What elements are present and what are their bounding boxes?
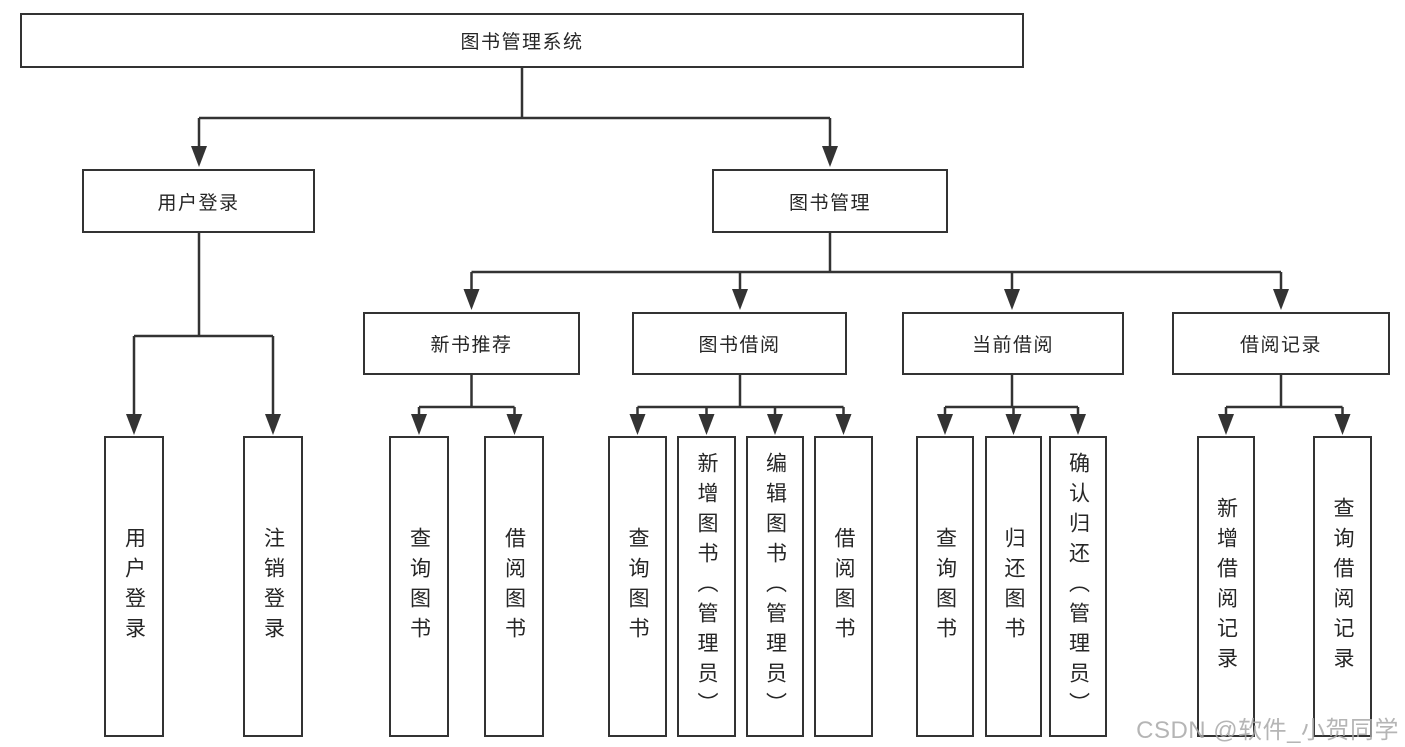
node-book-borrowing: 图书借阅	[632, 312, 847, 375]
node-leaf-logout: 注销登录	[243, 436, 303, 737]
node-leaf-edit-books-admin: 编辑图书（管理员）	[746, 436, 804, 737]
arrowheads	[126, 146, 1351, 435]
node-leaf-user-login: 用户登录	[104, 436, 164, 737]
node-book-management: 图书管理	[712, 169, 948, 233]
node-leaf-query-books-recommendation: 查询图书	[389, 436, 449, 737]
node-leaf-borrow-books: 借阅图书	[814, 436, 873, 737]
node-leaf-return-books: 归还图书	[985, 436, 1042, 737]
node-new-book-recommendation: 新书推荐	[363, 312, 580, 375]
node-leaf-confirm-return-admin: 确认归还（管理员）	[1049, 436, 1107, 737]
node-leaf-borrow-books-recommendation: 借阅图书	[484, 436, 544, 737]
node-user-login: 用户登录	[82, 169, 315, 233]
node-leaf-query-books-current: 查询图书	[916, 436, 974, 737]
node-borrowing-records: 借阅记录	[1172, 312, 1390, 375]
node-leaf-add-borrow-record: 新增借阅记录	[1197, 436, 1255, 737]
node-leaf-add-books-admin: 新增图书（管理员）	[677, 436, 736, 737]
csdn-watermark: CSDN @软件_小贺同学	[1136, 717, 1399, 744]
node-leaf-query-borrow-record: 查询借阅记录	[1313, 436, 1372, 737]
node-root-library-management-system: 图书管理系统	[20, 13, 1024, 68]
connector-stems	[132, 68, 1344, 418]
node-leaf-query-books-borrowing: 查询图书	[608, 436, 667, 737]
node-current-borrowing: 当前借阅	[902, 312, 1124, 375]
